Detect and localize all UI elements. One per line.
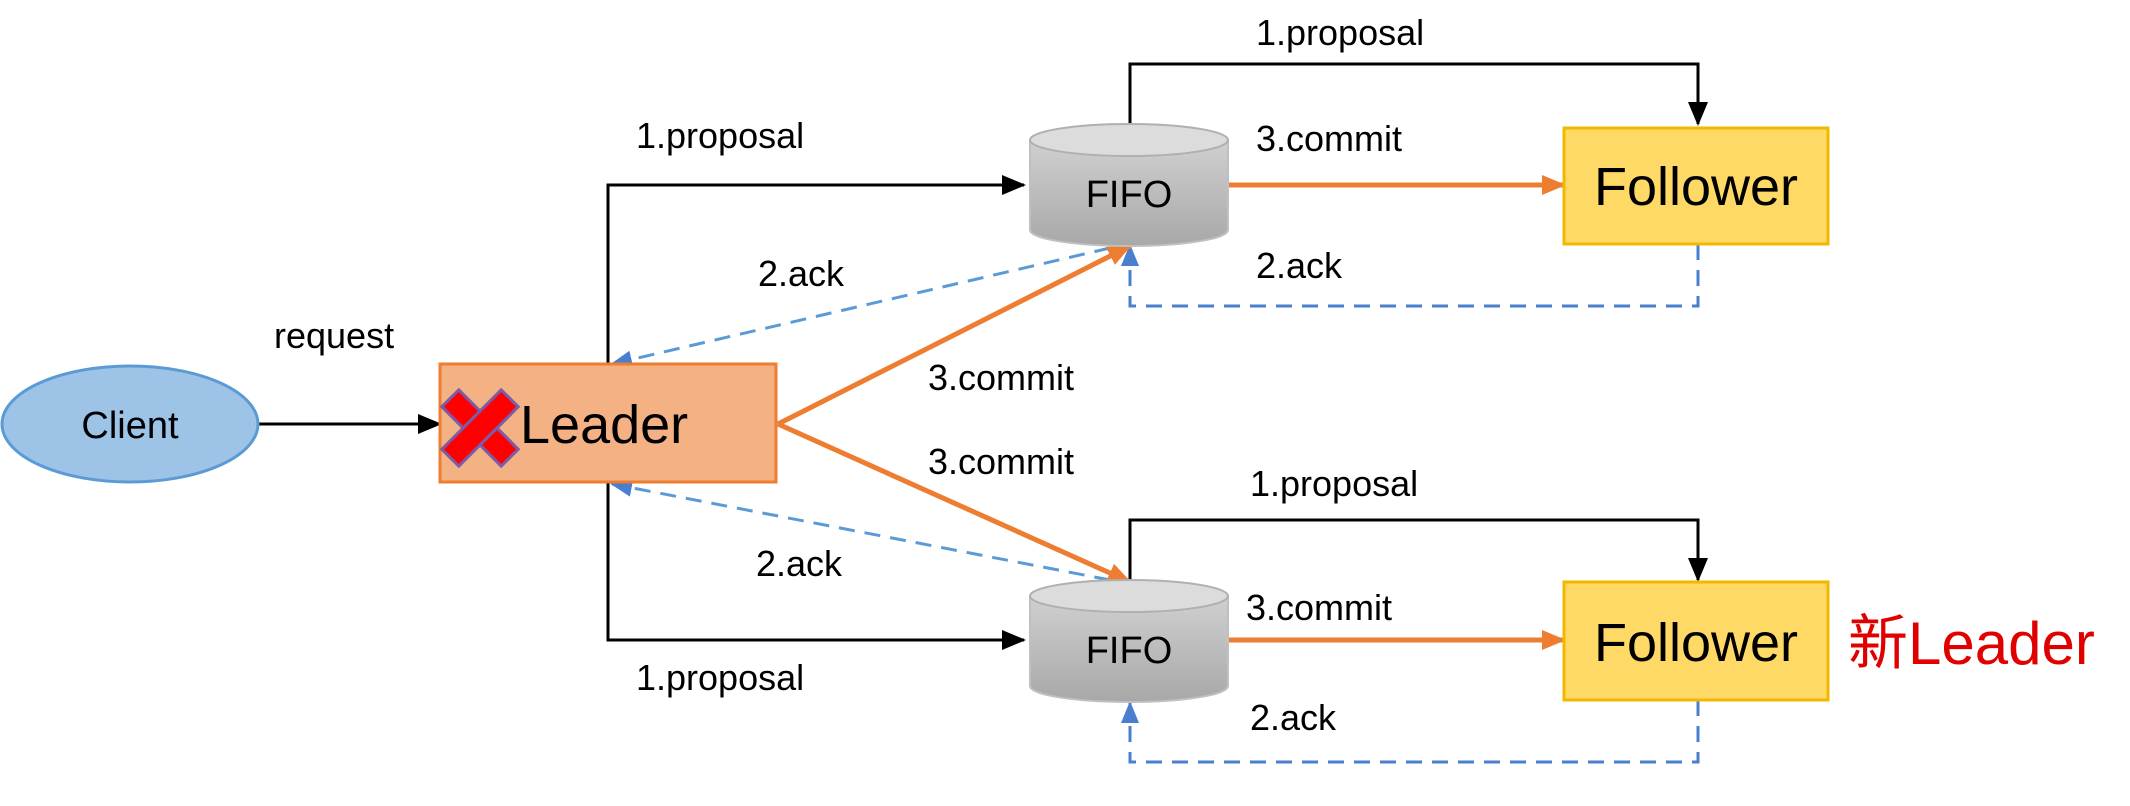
commit-label-leader-to-fifo-bottom: 3.commit [928, 441, 1074, 482]
fifo-top-label: FIFO [1086, 174, 1173, 216]
leader-node: Leader [438, 362, 778, 484]
proposal-arrow-leader-to-fifo-bottom [606, 482, 1026, 650]
ack-label-follower-bottom-to-fifo: 2.ack [1250, 697, 1337, 738]
ack-label-follower-top-to-fifo: 2.ack [1256, 245, 1343, 286]
commit-label-fifo-bottom-to-follower: 3.commit [1246, 587, 1392, 628]
proposal-arrow-fifo-top-to-follower [1128, 62, 1708, 128]
commit-arrow-leader-to-fifo-bottom [776, 421, 1132, 585]
proposal-label-leader-to-fifo-bottom: 1.proposal [636, 657, 804, 698]
red-x-icon [439, 387, 521, 469]
commit-label-fifo-top-to-follower: 3.commit [1256, 118, 1402, 159]
commit-arrow-leader-to-fifo-top [776, 243, 1132, 427]
client-node: Client [0, 364, 260, 484]
client-label: Client [81, 405, 179, 447]
follower-top-label: Follower [1594, 157, 1798, 217]
new-leader-label: 新Leader [1848, 610, 2095, 677]
ack-label-fifo-top-to-leader: 2.ack [758, 253, 845, 294]
ack-arrow-follower-bottom-to-fifo [1121, 700, 1700, 764]
fifo-bottom-node: FIFO [1029, 579, 1229, 703]
follower-bottom-node: Follower [1562, 580, 1830, 702]
leader-label: Leader [520, 395, 688, 455]
proposal-label-fifo-top-to-follower: 1.proposal [1256, 12, 1424, 53]
follower-top-node: Follower [1562, 126, 1830, 246]
follower-bottom-label: Follower [1594, 613, 1798, 673]
commit-label-leader-to-fifo-top: 3.commit [928, 357, 1074, 398]
proposal-arrow-leader-to-fifo-top [606, 175, 1026, 364]
ack-label-fifo-bottom-to-leader: 2.ack [756, 543, 843, 584]
proposal-arrow-fifo-bottom-to-follower [1128, 518, 1708, 584]
ack-arrow-follower-top-to-fifo [1121, 244, 1700, 308]
proposal-label-fifo-bottom-to-follower: 1.proposal [1250, 463, 1418, 504]
proposal-label-leader-to-fifo-top: 1.proposal [636, 115, 804, 156]
fifo-top-node: FIFO [1029, 123, 1229, 247]
ack-arrow-fifo-bottom-to-leader [610, 478, 1111, 582]
fifo-bottom-label: FIFO [1086, 630, 1173, 672]
request-label: request [274, 315, 394, 356]
ack-arrow-fifo-top-to-leader [610, 246, 1111, 369]
